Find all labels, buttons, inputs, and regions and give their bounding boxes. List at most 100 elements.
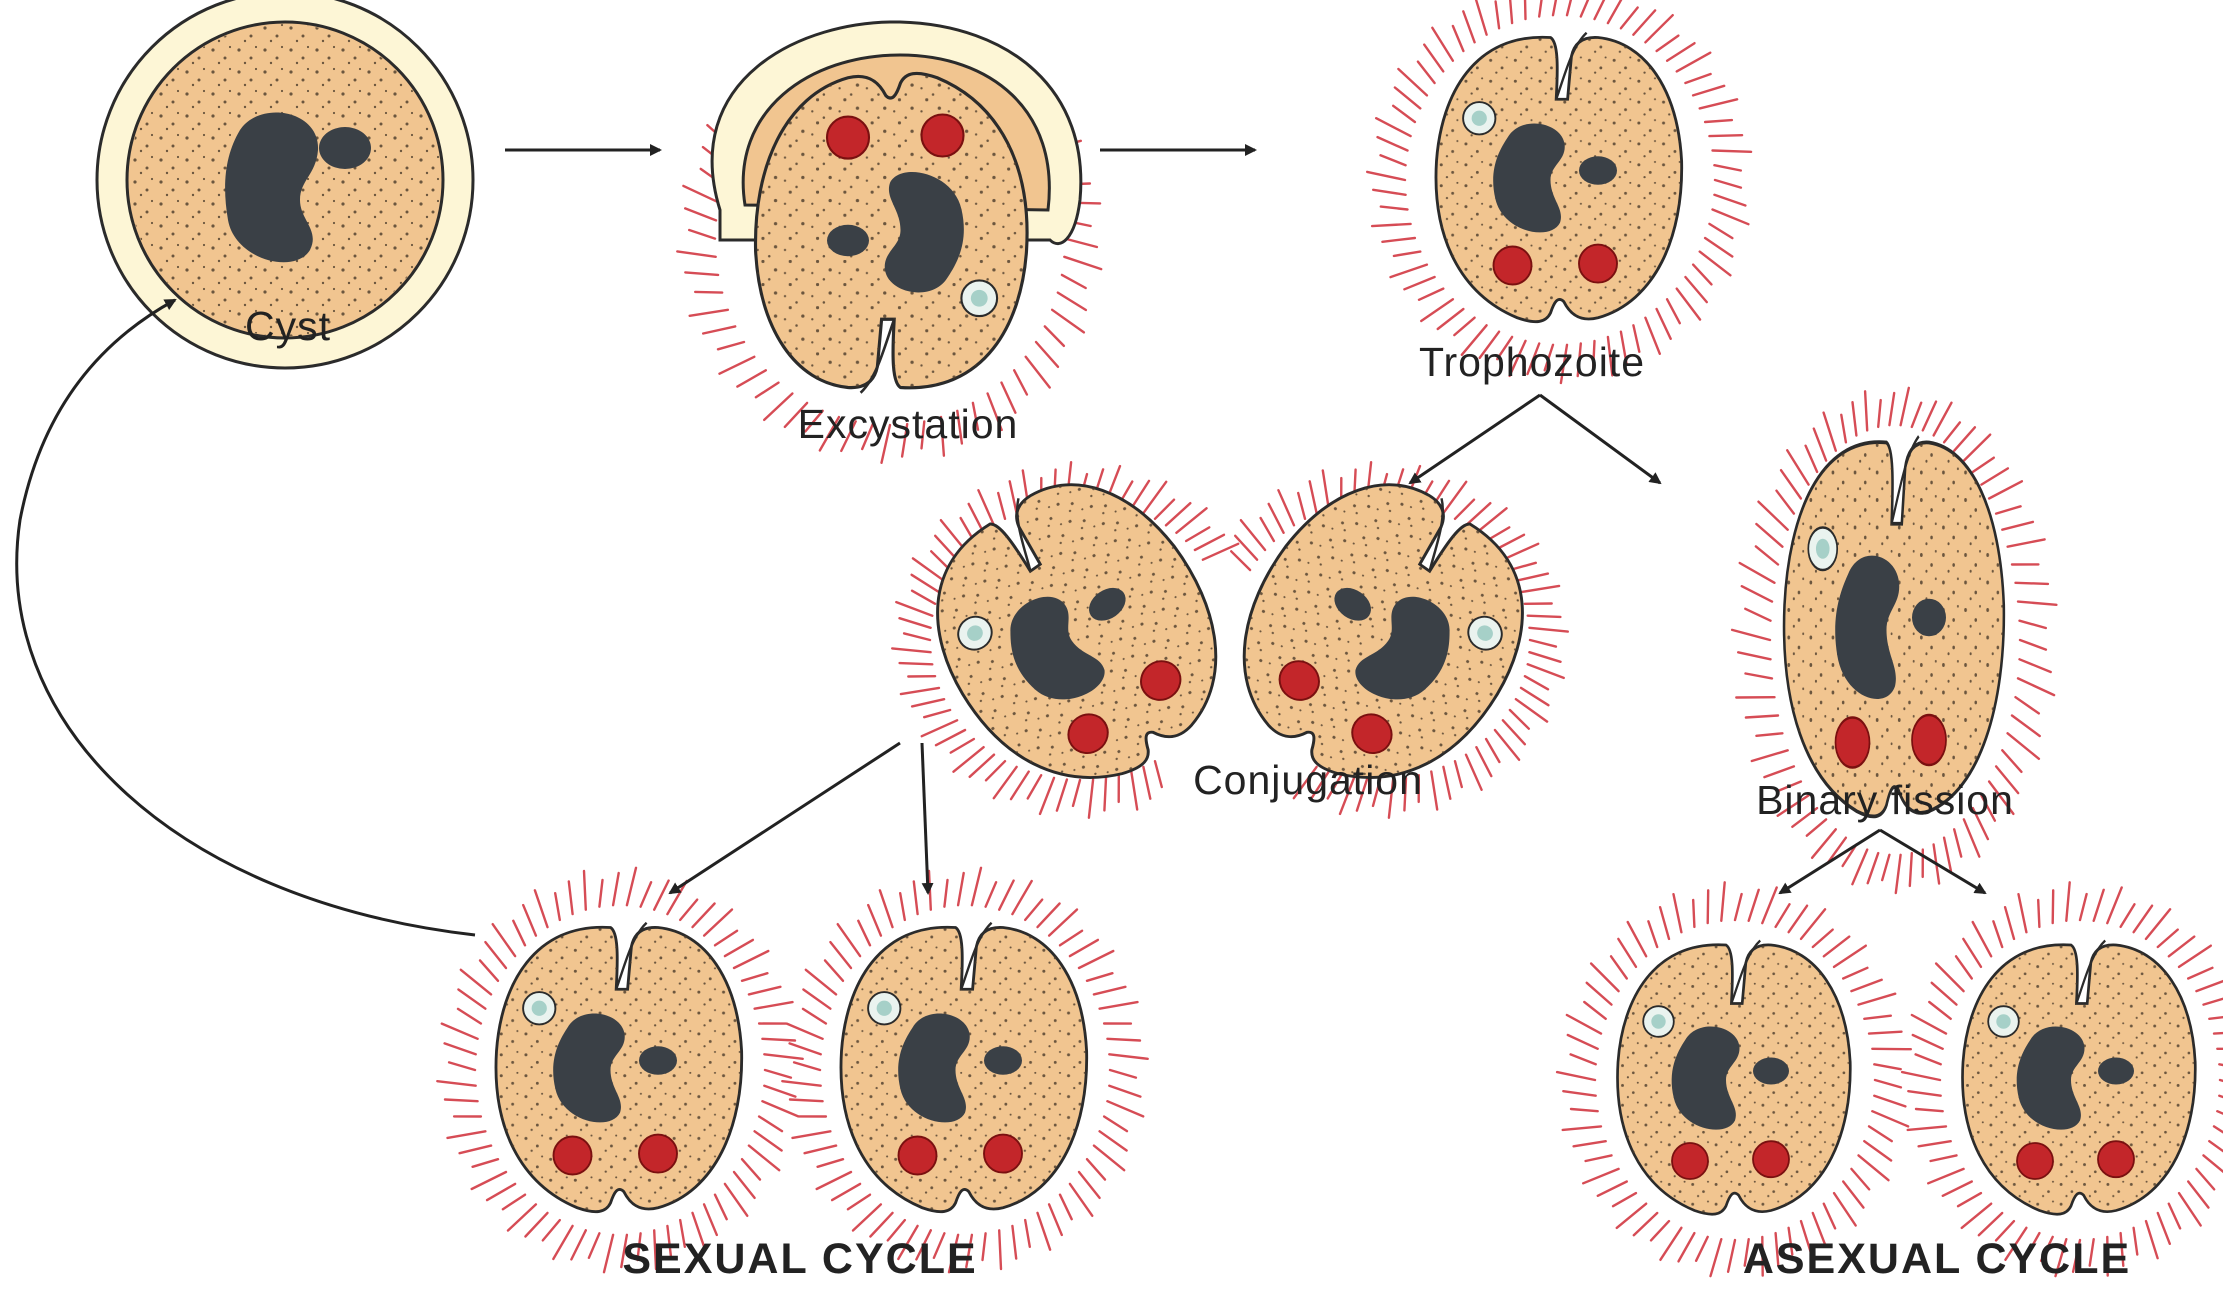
cilium [904, 633, 930, 640]
cilium [2219, 1096, 2223, 1107]
cilium [749, 1146, 779, 1171]
cilium [1764, 766, 1794, 777]
cilium [685, 272, 718, 275]
cilium [2179, 1193, 2201, 1225]
cilium [817, 1172, 851, 1189]
cilium [690, 310, 728, 316]
arrow-conjugation-to-sexual-right [922, 743, 928, 893]
cilium [604, 1235, 613, 1272]
cilium [1910, 853, 1912, 886]
cilium [485, 942, 506, 968]
cilium [868, 905, 881, 936]
cilium [1696, 1237, 1708, 1261]
cilium [1404, 277, 1434, 289]
cilium [725, 1184, 747, 1216]
cilium [2204, 994, 2223, 1005]
cilium [1557, 1072, 1595, 1080]
cilium [1645, 15, 1672, 42]
cilium [1611, 956, 1627, 978]
cilium [983, 1233, 986, 1260]
binary-fission-label: Binary fission [1756, 780, 2014, 821]
cilium [1657, 36, 1679, 51]
cilium [1104, 1117, 1127, 1132]
cilium [1634, 1213, 1657, 1235]
cilium [2158, 1213, 2170, 1244]
cilium [2196, 980, 2223, 991]
cilium [1269, 504, 1284, 533]
cilium [1104, 778, 1106, 811]
cilium [1432, 28, 1453, 61]
cilium [1049, 910, 1077, 936]
cilium [1391, 265, 1427, 278]
cilium [1735, 894, 1742, 920]
cilium [900, 893, 905, 920]
cilium [1721, 882, 1724, 921]
cilium [1824, 937, 1850, 957]
cilium [912, 591, 935, 604]
cilium [1693, 86, 1724, 96]
cilium [892, 648, 930, 652]
cilium [715, 931, 737, 946]
cilium [1025, 1220, 1030, 1247]
cilium [1087, 973, 1112, 981]
cilium [685, 208, 716, 220]
cilium [584, 871, 586, 910]
cilium [734, 1172, 755, 1198]
cilium [1993, 921, 2002, 947]
arrow-fission-to-asexual-left [1780, 830, 1880, 893]
cilium [1851, 980, 1881, 991]
cilium [2196, 1169, 2214, 1190]
cilium [782, 1081, 820, 1086]
cilium [1864, 1141, 1891, 1160]
cilium [1525, 0, 1526, 19]
cilium [830, 942, 851, 968]
cilium [790, 1100, 823, 1102]
cilium [1705, 120, 1732, 122]
cilium [689, 230, 715, 239]
cilium [1278, 490, 1294, 525]
cyst-label: Cyst [245, 306, 331, 347]
cilium [1443, 767, 1450, 799]
cilium [1574, 1141, 1606, 1146]
cilium [1806, 446, 1818, 472]
cilium [1756, 524, 1782, 547]
cilium [1852, 850, 1867, 885]
cilium [1521, 688, 1548, 705]
cilium [1869, 1032, 1902, 1034]
cilium [1010, 481, 1017, 513]
cilium [1571, 1054, 1596, 1064]
cilium [1715, 180, 1741, 188]
arrow-fission-to-asexual-right [1880, 830, 1985, 893]
cilium [1912, 403, 1921, 427]
cilium [2038, 900, 2039, 927]
cilium [1419, 289, 1443, 300]
cilium [912, 575, 939, 592]
cilium [1064, 257, 1101, 269]
cilium [1787, 450, 1808, 484]
cilium [2214, 1126, 2223, 1141]
cilium [1584, 1002, 1605, 1019]
cilium [1964, 435, 1990, 461]
cilium [1421, 299, 1453, 321]
cilium [1812, 829, 1836, 858]
cilium [2204, 1155, 2223, 1180]
cilium [1944, 838, 1951, 871]
cilium [1633, 10, 1655, 34]
cilium [794, 1062, 820, 1070]
cilium [1685, 277, 1706, 302]
cilium [445, 1100, 478, 1102]
cilium [2008, 539, 2045, 546]
cilium [2066, 882, 2069, 921]
cilium [1131, 481, 1149, 509]
cilium [437, 1081, 475, 1086]
cilium [1509, 0, 1512, 23]
cilium [1944, 422, 1960, 442]
cilium [900, 663, 933, 664]
cilium [1186, 527, 1209, 541]
arrow-trophozoite-to-binary-fission [1540, 395, 1660, 483]
cilium [1923, 402, 1936, 431]
cilium [2018, 602, 2056, 605]
excystation-illustration [712, 22, 1081, 393]
cilium [900, 618, 931, 628]
cilium [1618, 939, 1636, 967]
